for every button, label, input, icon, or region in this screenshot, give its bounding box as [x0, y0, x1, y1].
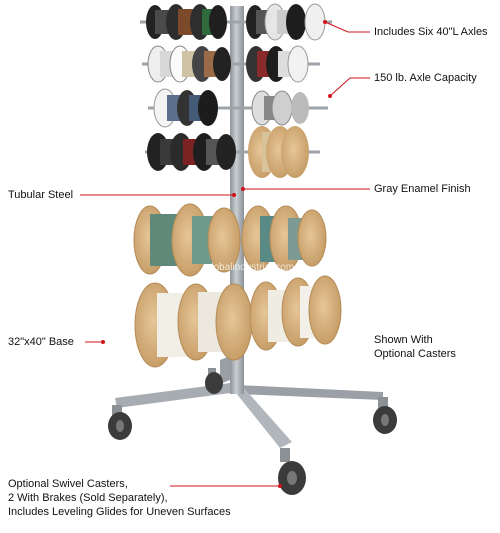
label-shown-line2: Optional Casters [374, 348, 456, 360]
caster-front [278, 448, 306, 495]
callout-line-capacity [328, 77, 370, 98]
label-casters-line2: 2 With Brakes (Sold Separately), [8, 492, 168, 504]
spool-row-4 [147, 126, 309, 178]
caster-back [205, 368, 223, 394]
callout-line-finish [241, 187, 370, 191]
reel-row-6 [134, 275, 342, 368]
label-axle-capacity: 150 lb. Axle Capacity [374, 72, 477, 84]
label-casters-line1: Optional Swivel Casters, [8, 478, 128, 490]
reel-row-5 [133, 203, 327, 277]
label-casters-line3: Includes Leveling Glides for Uneven Surf… [8, 506, 231, 518]
callout-line-base [85, 340, 105, 344]
label-gray-enamel-finish: Gray Enamel Finish [374, 183, 471, 195]
caster-right [373, 397, 397, 434]
callout-line-casters [170, 484, 282, 488]
callout-line-axles [323, 20, 370, 33]
caster-wheels [108, 368, 397, 495]
label-shown-line1: Shown With [374, 334, 433, 346]
label-shown-with-casters: Shown With Optional Casters [374, 333, 456, 361]
label-base: 32"x40" Base [8, 336, 74, 348]
label-optional-casters: Optional Swivel Casters, 2 With Brakes (… [8, 477, 231, 519]
spool-row-3 [153, 88, 309, 128]
callout-lines [80, 20, 370, 488]
caster-left [108, 405, 132, 440]
watermark-text: globalindustrial.com [206, 262, 294, 273]
label-axles: Includes Six 40"L Axles [374, 26, 488, 38]
spool-row-1 [146, 3, 326, 41]
label-tubular-steel: Tubular Steel [8, 189, 74, 201]
callout-line-tubular [80, 193, 236, 197]
small-spools [146, 3, 326, 178]
large-reels [133, 203, 342, 368]
spool-row-2 [147, 45, 309, 83]
